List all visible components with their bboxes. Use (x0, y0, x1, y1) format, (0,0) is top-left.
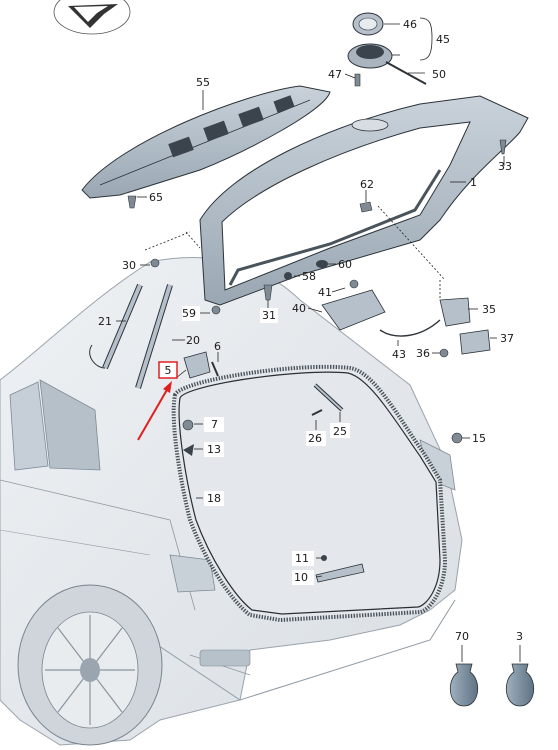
part-labels: 46 45 47 50 55 33 1 65 62 30 60 58 41 40… (98, 16, 523, 643)
label-31: 31 (262, 309, 276, 322)
grease-bag-3 (506, 663, 534, 707)
label-15: 15 (472, 432, 486, 445)
handle-part (347, 43, 427, 85)
label-60: 60 (338, 258, 352, 271)
label-40: 40 (292, 302, 306, 315)
label-58: 58 (302, 270, 316, 283)
label-21: 21 (98, 315, 112, 328)
label-1: 1 (470, 176, 477, 189)
label-5: 5 (165, 364, 172, 377)
spoiler-part (81, 85, 331, 199)
label-37: 37 (500, 332, 514, 345)
label-55: 55 (196, 76, 210, 89)
label-59: 59 (182, 307, 196, 320)
door-seal (171, 364, 448, 623)
label-7: 7 (211, 418, 218, 431)
label-26: 26 (308, 432, 322, 445)
label-47: 47 (328, 68, 342, 81)
label-30: 30 (122, 259, 136, 272)
gas-strut-part-2 (135, 284, 173, 389)
label-45: 45 (436, 33, 450, 46)
label-11: 11 (295, 552, 309, 565)
leader-lines (116, 17, 521, 662)
label-33: 33 (498, 160, 512, 173)
label-43: 43 (392, 348, 406, 361)
direction-symbol (53, 0, 131, 35)
label-10: 10 (294, 571, 308, 584)
label-65: 65 (149, 191, 163, 204)
label-6: 6 (214, 340, 221, 353)
label-25: 25 (333, 425, 347, 438)
label-3: 3 (516, 630, 523, 643)
tailgate-part (199, 95, 529, 306)
grease-bag-70 (450, 663, 478, 707)
emblem-part (352, 12, 384, 36)
label-35: 35 (482, 303, 496, 316)
lock-actuator-part (321, 279, 441, 337)
label-46: 46 (403, 18, 417, 31)
label-41: 41 (318, 286, 332, 299)
label-18: 18 (207, 492, 221, 505)
label-70: 70 (455, 630, 469, 643)
label-36: 36 (416, 347, 430, 360)
label-13: 13 (207, 443, 221, 456)
gas-strut-part (89, 283, 143, 370)
label-20: 20 (186, 334, 200, 347)
label-62: 62 (360, 178, 374, 191)
label-50: 50 (432, 68, 446, 81)
highlight-arrow (137, 361, 178, 441)
